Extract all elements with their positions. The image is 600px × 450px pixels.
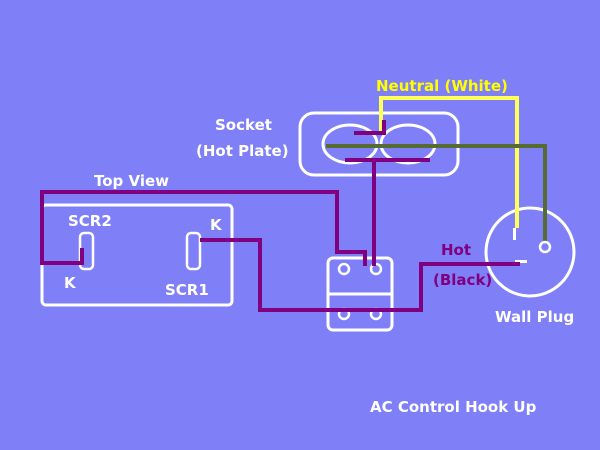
wall-plug-label: Wall Plug bbox=[495, 308, 574, 326]
wall-plug-prong-neutral bbox=[513, 228, 516, 240]
socket-label: Socket bbox=[215, 116, 272, 134]
scr2-wire bbox=[40, 190, 367, 266]
scr1-label: SCR1 bbox=[165, 281, 209, 299]
scr2-label: SCR2 bbox=[68, 212, 112, 230]
scr2-k-label: K bbox=[64, 274, 77, 292]
caption: AC Control Hook Up bbox=[370, 398, 537, 416]
ground-wire bbox=[326, 144, 547, 243]
terminal-screw-1 bbox=[337, 262, 351, 276]
neutral-label: Neutral (White) bbox=[376, 77, 508, 95]
top-view-label: Top View bbox=[94, 172, 169, 190]
wall-plug-prong-hot bbox=[515, 260, 527, 263]
hot-label: Hot bbox=[441, 241, 471, 259]
scr1-component bbox=[185, 231, 202, 271]
neutral-wire bbox=[379, 96, 519, 228]
hot-sublabel: (Black) bbox=[433, 271, 492, 289]
scr1-hot-wire bbox=[200, 238, 520, 312]
wall-plug-ground-pin bbox=[538, 240, 552, 254]
socket-jumper-wire bbox=[354, 120, 386, 135]
scr1-k-label: K bbox=[210, 216, 223, 234]
socket-sublabel: (Hot Plate) bbox=[196, 142, 289, 160]
wall-plug-outline bbox=[484, 206, 576, 298]
